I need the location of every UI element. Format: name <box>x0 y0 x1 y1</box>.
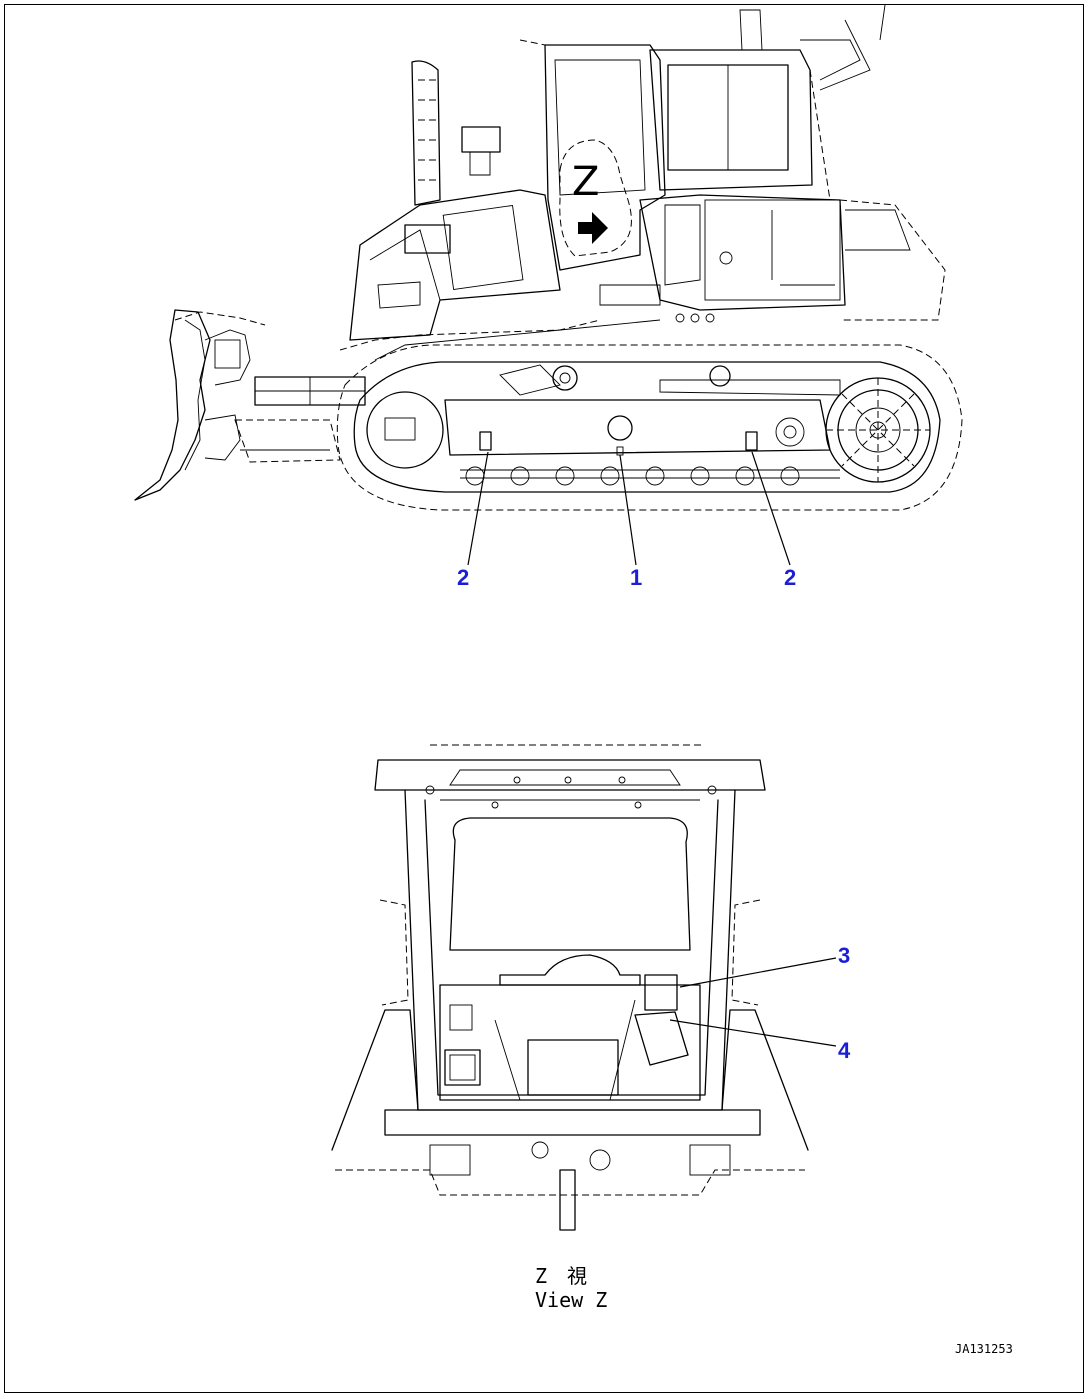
fuel-tank <box>599 194 946 321</box>
view-z-marker: Z <box>559 139 632 257</box>
bulldozer-side-view: Z <box>134 4 963 511</box>
blade <box>134 309 266 501</box>
engine-hood <box>339 189 601 351</box>
drawing-border <box>4 4 1084 1393</box>
view-caption-english: View Z <box>535 1288 607 1312</box>
part-4-bracket <box>634 1011 689 1066</box>
track <box>336 344 963 511</box>
exhaust-stack <box>411 60 441 206</box>
part-3-box <box>644 974 678 1011</box>
callout-number: 1 <box>630 565 642 590</box>
operator-cab <box>519 4 886 271</box>
callout-number: 2 <box>457 565 469 590</box>
view-z-letter: Z <box>572 159 599 205</box>
push-arm <box>234 376 366 463</box>
view-caption-japanese: Z 視 <box>535 1264 587 1288</box>
drawing-code: JA131253 <box>955 1342 1013 1356</box>
callout-number: 3 <box>838 943 850 968</box>
view-z-cab <box>331 744 809 1231</box>
arrow-right-icon <box>578 212 608 244</box>
callout-leaders-side <box>467 451 791 566</box>
callout-leaders-view-z <box>669 957 837 1047</box>
callout-number: 4 <box>838 1038 851 1063</box>
callout-number: 2 <box>784 565 796 590</box>
precleaner <box>461 126 501 153</box>
cab-bolts <box>425 776 717 809</box>
sprocket <box>825 377 931 483</box>
